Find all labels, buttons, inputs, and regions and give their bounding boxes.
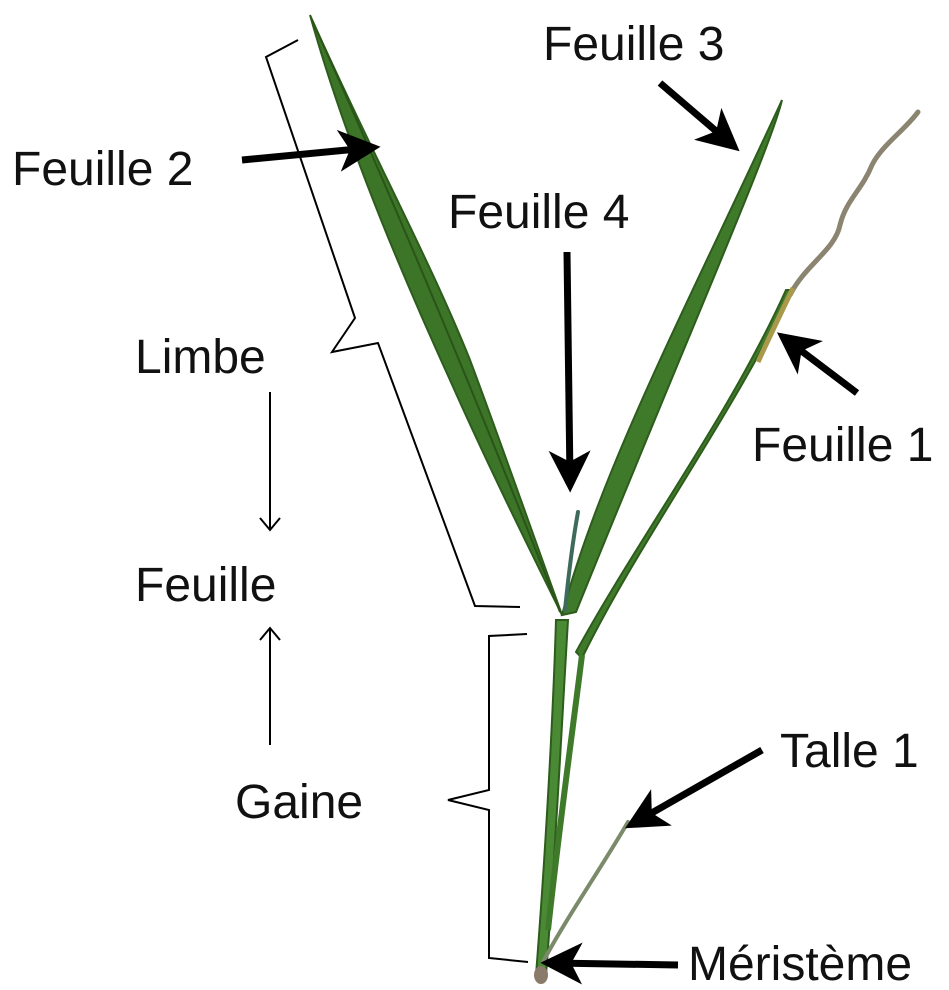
label-feuille-3: Feuille 3 xyxy=(543,18,724,71)
label-limbe: Limbe xyxy=(135,331,266,384)
label-feuille-1: Feuille 1 xyxy=(752,419,933,472)
meristem-base xyxy=(534,966,548,984)
label-feuille: Feuille xyxy=(135,559,276,612)
leaf-2-blade xyxy=(310,15,562,615)
limbe-brace xyxy=(266,40,520,607)
arrow-feuille-4 xyxy=(567,252,570,480)
label-talle-1: Talle 1 xyxy=(780,725,919,778)
leaf-1-dry-tip xyxy=(790,112,918,295)
leaf-1-yellow xyxy=(758,288,793,362)
label-feuille-2: Feuille 2 xyxy=(12,143,193,196)
leaf-3-blade xyxy=(562,100,782,615)
arrow-meristeme xyxy=(553,963,678,965)
label-meristeme: Méristème xyxy=(688,938,912,990)
arrow-talle-1 xyxy=(636,750,762,822)
arrow-feuille-3 xyxy=(660,83,730,143)
arrow-feuille-1 xyxy=(787,340,857,393)
arrow-feuille-2 xyxy=(242,148,368,160)
gaine-brace xyxy=(448,634,528,962)
label-gaine: Gaine xyxy=(235,776,363,829)
label-feuille-4: Feuille 4 xyxy=(448,186,629,239)
plant xyxy=(310,15,918,984)
